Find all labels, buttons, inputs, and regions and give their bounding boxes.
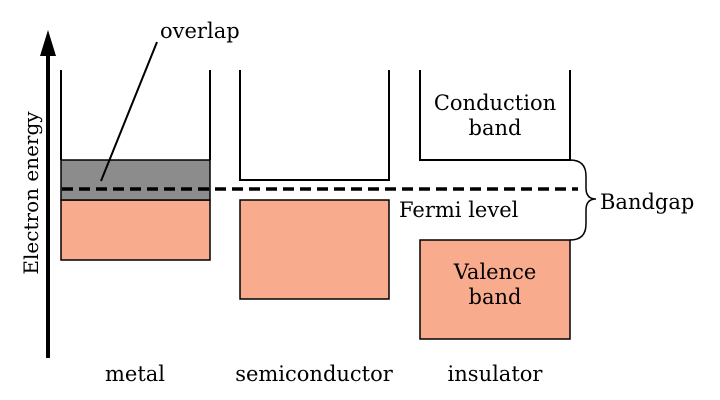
metal-column-label: metal: [105, 362, 165, 386]
insulator-valence-band: [419, 239, 571, 340]
bandgap-brace: [569, 159, 597, 241]
semiconductor-column-label: semiconductor: [235, 362, 394, 386]
conduction-band-label-line2: band: [469, 116, 522, 140]
overlap-pointer-line: [100, 41, 158, 182]
insulator-column-label: insulator: [448, 362, 544, 386]
metal-overlap-region: [60, 159, 211, 201]
insulator-conduction-band: [419, 70, 571, 161]
semiconductor-conduction-band: [239, 70, 390, 181]
bandgap-label: Bandgap: [600, 190, 694, 214]
overlap-label: overlap: [160, 19, 240, 43]
energy-axis-label: Electron energy: [19, 111, 43, 275]
valence-band-label-line2: band: [469, 285, 522, 309]
semiconductor-valence-band: [239, 199, 390, 300]
fermi-level-label: Fermi level: [399, 198, 519, 222]
conduction-band-label-line1: Conduction: [434, 91, 556, 115]
metal-valence-band: [60, 199, 211, 261]
energy-axis-arrowhead: [40, 30, 56, 56]
valence-band-label-line1: Valence: [453, 260, 537, 284]
